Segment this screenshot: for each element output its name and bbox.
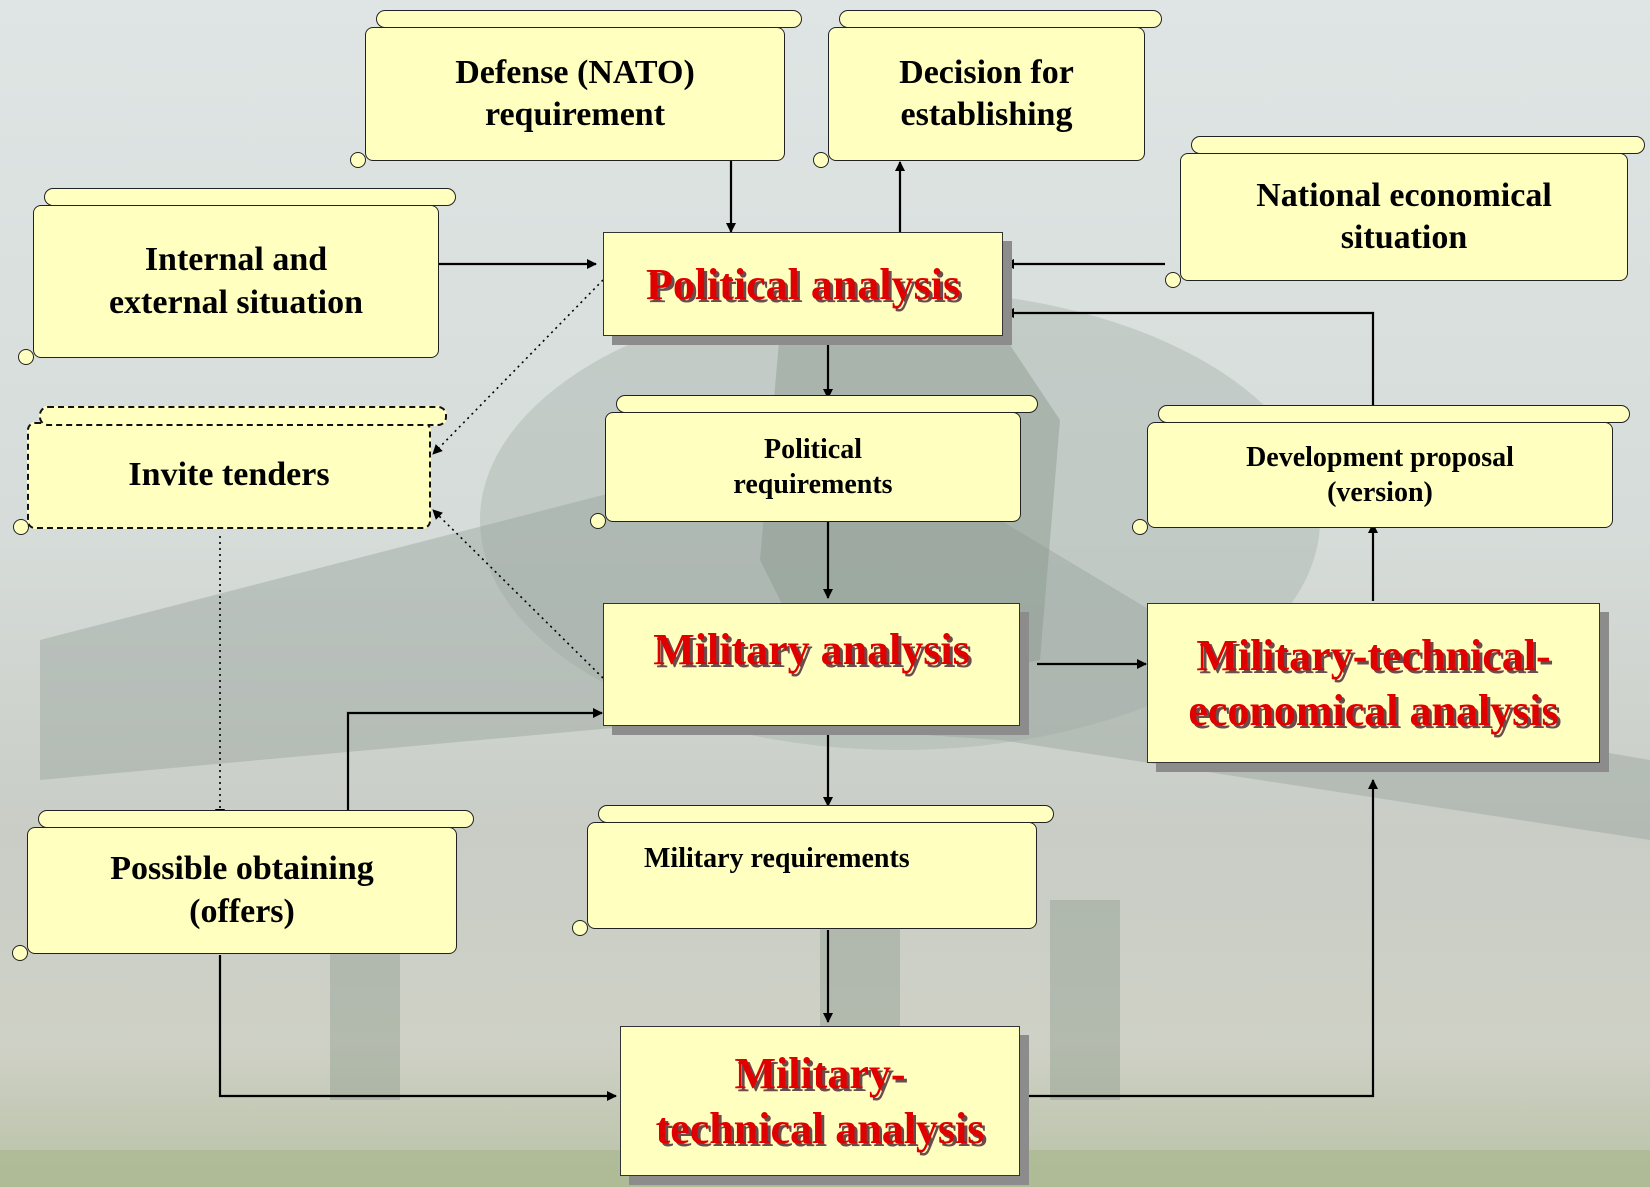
box-line: Military analysis (653, 625, 970, 674)
scroll-line: (offers) (189, 892, 295, 930)
scroll-line: Decision for (899, 53, 1074, 91)
scroll-line: (version) (1327, 477, 1433, 508)
scroll-line: requirements (733, 469, 893, 500)
military-technical-analysis-box: Military- technical analysis (620, 1026, 1020, 1176)
military-analysis-box: Military analysis (603, 603, 1020, 726)
military-requirements-scroll: Military requirements (572, 805, 1054, 936)
political-requirements-scroll: Political requirements (590, 395, 1038, 529)
scroll-line: situation (1340, 219, 1468, 256)
box-line: Military-technical- (1196, 631, 1551, 680)
decision-for-establishing-scroll: Decision for establishing (813, 10, 1162, 168)
scroll-line: Defense (NATO) (455, 53, 695, 91)
box-line: economical analysis (1188, 686, 1559, 735)
scroll-line: external situation (108, 283, 364, 321)
box-line: technical analysis (655, 1104, 985, 1153)
political-analysis-box: Political analysis (603, 232, 1003, 336)
military-technical-economical-analysis-box: Military-technical- economical analysis (1147, 603, 1600, 763)
scroll-line: Military requirements (644, 843, 910, 874)
defense-nato-requirement-scroll: Defense (NATO) requirement (350, 10, 802, 168)
box-line: Political analysis (645, 259, 961, 309)
scroll-line: Internal and (144, 241, 328, 278)
scroll-line: Development proposal (1246, 442, 1514, 473)
development-proposal-scroll: Development proposal (version) (1132, 405, 1630, 535)
box-line: Military- (734, 1049, 906, 1098)
invite-tenders-scroll: Invite tenders (13, 406, 447, 535)
possible-obtaining-offers-scroll: Possible obtaining (offers) (12, 810, 474, 961)
scroll-line: National economical (1256, 176, 1552, 214)
scroll-line: establishing (900, 96, 1073, 133)
scroll-line: requirement (484, 96, 666, 133)
internal-external-situation-scroll: Internal and external situation (18, 188, 456, 365)
scroll-line: Invite tenders (128, 456, 330, 494)
scroll-line: Political (764, 434, 862, 465)
scroll-line: Possible obtaining (110, 850, 374, 887)
national-economical-situation-scroll: National economical situation (1165, 136, 1645, 288)
